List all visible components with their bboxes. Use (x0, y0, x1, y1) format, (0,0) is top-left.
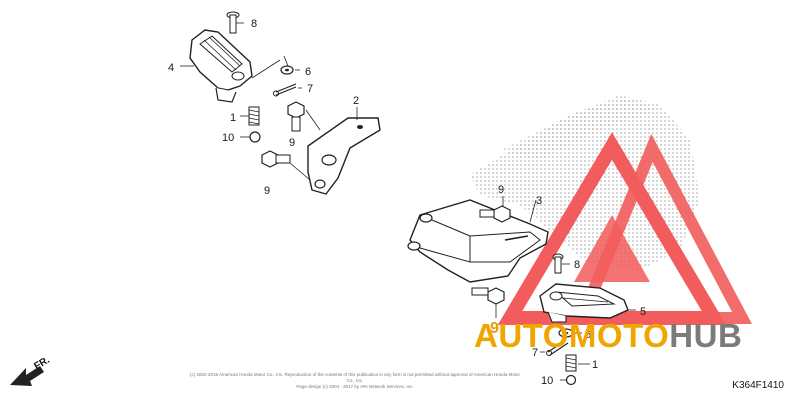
leader-lines-lower (495, 196, 636, 381)
diagram-code: K364F1410 (732, 380, 784, 391)
cotter-pin-7-bottom[interactable] (546, 339, 569, 356)
washer-6-bottom[interactable] (558, 328, 574, 338)
callout-10-top: 10 (222, 132, 234, 144)
bolt-9-upper-b[interactable] (261, 150, 291, 168)
copyright-line-2: Page design (c) 2004 - 2017 by ARI Netwo… (296, 384, 414, 389)
callout-5: 5 (640, 306, 646, 318)
front-direction-arrow (10, 366, 44, 386)
callout-9-a: 9 (289, 137, 295, 149)
callout-10-bottom: 10 (541, 375, 553, 387)
spring-1-top[interactable] (248, 106, 260, 126)
copyright-line-1: (c) 2002-2016 American Honda Motor Co., … (190, 372, 520, 383)
leader-lines-upper (180, 22, 358, 181)
footpeg-4[interactable] (189, 29, 253, 103)
washer-6-top[interactable] (280, 65, 294, 75)
watermark-text: AUTOMOTOHUB (474, 318, 742, 354)
callout-1-bottom: 1 (592, 359, 598, 371)
bolt-9-lower-b[interactable] (471, 287, 505, 305)
callout-7-top: 7 (307, 83, 313, 95)
callout-8-bottom: 8 (574, 259, 580, 271)
copyright-notice: (c) 2002-2016 American Honda Motor Co., … (190, 372, 520, 390)
ball-10-bottom[interactable] (565, 374, 577, 386)
callout-1-top: 1 (230, 112, 236, 124)
watermark-triangle-logo (497, 132, 752, 325)
watermark-part-moto: MOTO (568, 317, 670, 354)
watermark-part-auto: AUTO (474, 317, 569, 354)
cotter-pin-7-top[interactable] (273, 83, 297, 97)
ball-10-top[interactable] (249, 131, 261, 143)
callout-8-top: 8 (251, 18, 257, 30)
callout-2: 2 (353, 95, 359, 107)
watermark-part-hub: HUB (669, 317, 743, 354)
pin-8-bottom[interactable] (552, 253, 564, 274)
pin-8-top[interactable] (226, 11, 240, 34)
callout-6-top: 6 (305, 66, 311, 78)
callout-9-b: 9 (264, 185, 270, 197)
bolt-9-upper-a[interactable] (287, 101, 305, 132)
callout-9-e: 9 (490, 320, 499, 337)
callout-9-c: 9 (498, 184, 504, 196)
callout-7-bottom: 7 (532, 347, 538, 359)
bracket-3[interactable] (407, 199, 549, 283)
callout-labels: 8 4 6 7 2 1 9 10 9 9 9 3 8 5 9 6 7 1 10 (168, 18, 646, 387)
bracket-2[interactable] (307, 117, 381, 195)
callout-4: 4 (168, 62, 174, 74)
background-body-panel-upper (500, 98, 655, 160)
callout-3: 3 (536, 195, 542, 207)
footpeg-5[interactable] (539, 283, 629, 323)
callout-6-bottom: 6 (585, 329, 591, 341)
spring-1-bottom[interactable] (565, 354, 577, 372)
bolt-9-lower-a[interactable] (479, 205, 511, 223)
